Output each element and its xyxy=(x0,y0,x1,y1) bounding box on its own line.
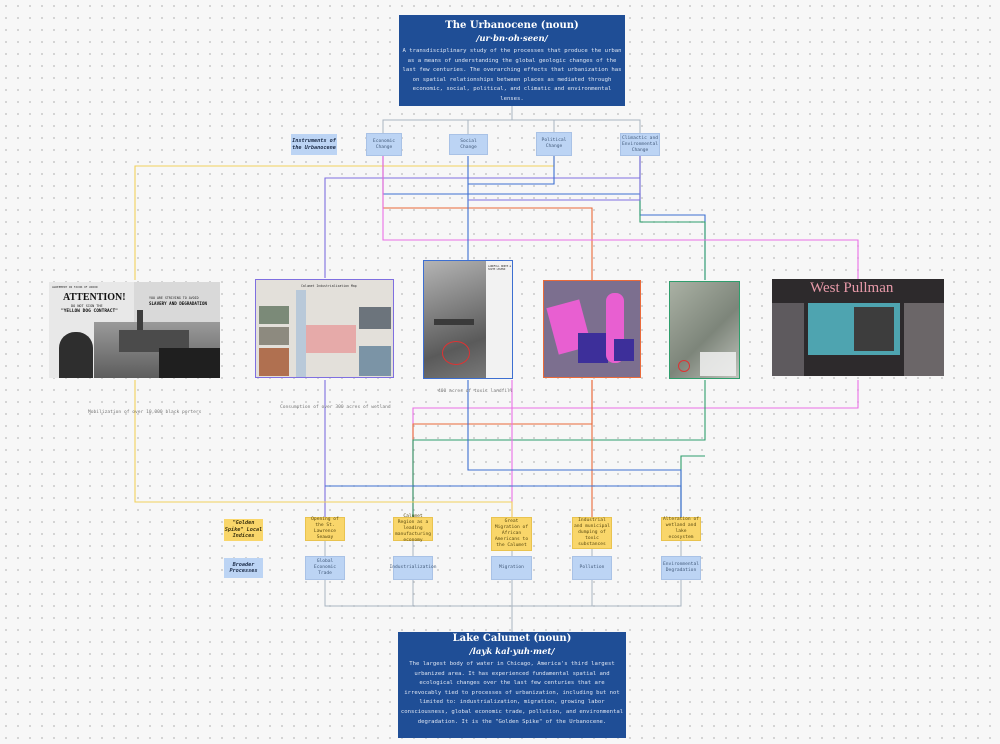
poster-line1: DO NOT SIGN THE xyxy=(71,304,103,308)
index-manufacturing-label: Calumet Region as a leading manufacturin… xyxy=(395,514,431,543)
instrument-economic-change[interactable]: Economic Change xyxy=(366,133,402,156)
wetland-map-image[interactable] xyxy=(543,280,641,378)
process-global-trade-label: Global Economic Trade xyxy=(313,559,337,576)
urbanocene-pronunciation: /ur·bn·oh·seen/ xyxy=(476,34,548,44)
process-industrialization[interactable]: Industrialization xyxy=(389,556,437,580)
lake-calumet-description: The largest body of water in Chicago, Am… xyxy=(400,661,624,725)
urbanocene-description: A transdisciplinary study of the process… xyxy=(402,48,622,102)
index-toxic-dumping-label: Industrial and municipal dumping of toxi… xyxy=(574,518,610,547)
poster-line2: "YELLOW DOG CONTRACT" xyxy=(61,309,118,314)
process-environmental-degradation-label: Environmental Degradation xyxy=(663,562,699,573)
instrument-social-change-label: Social Change xyxy=(460,138,477,150)
poster-headline: ATTENTION! xyxy=(63,292,126,303)
lake-calumet-card: Lake Calumet (noun) /layk kal·yuh·met/ T… xyxy=(398,632,626,738)
map1-title: Calumet Industrialization Map xyxy=(301,284,357,288)
urbanocene-card: The Urbanocene (noun) /ur·bn·oh·seen/ A … xyxy=(399,15,625,106)
lake-calumet-pronunciation: /layk kal·yuh·met/ xyxy=(469,647,555,657)
index-great-migration[interactable]: Great Migration of African Americans to … xyxy=(491,517,532,551)
golden-spike-label-text: "Golden Spike" Local Indices xyxy=(224,520,263,540)
labor-poster-image[interactable]: AGREEMENT IN FAVOR OF UNION ATTENTION! D… xyxy=(49,282,220,378)
index-manufacturing[interactable]: Calumet Region as a leading manufacturin… xyxy=(393,514,433,543)
urbanocene-title: The Urbanocene (noun) xyxy=(445,20,579,31)
industrialization-map-image[interactable]: Calumet Industrialization Map xyxy=(255,279,394,378)
poster-line3: YOU ARE STRIVING TO AVOID xyxy=(149,296,199,300)
index-great-migration-label: Great Migration of African Americans to … xyxy=(494,519,529,548)
instruments-label: Instruments of the Urbanocene xyxy=(291,134,337,155)
process-global-trade[interactable]: Global Economic Trade xyxy=(305,556,345,580)
golden-spike-label: "Golden Spike" Local Indices xyxy=(224,519,263,541)
process-migration[interactable]: Migration xyxy=(491,556,532,580)
lake-calumet-title: Lake Calumet (noun) xyxy=(452,633,572,644)
index-seaway[interactable]: Opening of the St. Lawrence Seaway xyxy=(305,517,345,541)
process-pollution-label: Pollution xyxy=(579,565,605,570)
process-pollution[interactable]: Pollution xyxy=(572,556,612,580)
instrument-political-change-label: Political Change xyxy=(541,138,567,149)
poster-caption: Mobilization of over 10,000 black porter… xyxy=(88,410,202,415)
west-pullman-title: West Pullman xyxy=(810,280,894,296)
process-environmental-degradation[interactable]: Environmental Degradation xyxy=(661,556,701,580)
instrument-political-change[interactable]: Political Change xyxy=(536,132,572,156)
instruments-label-text: Instruments of the Urbanocene xyxy=(292,138,336,151)
map1-caption: Consumption of over 300 acres of wetland xyxy=(280,405,391,410)
index-seaway-label: Opening of the St. Lawrence Seaway xyxy=(311,517,339,540)
wetland-aerial-image[interactable] xyxy=(669,281,740,379)
instrument-climactic-change-label: Climactic and Environmental Change xyxy=(622,135,658,153)
index-wetland-alteration-label: Alteration of wetland and lake ecosystem xyxy=(663,517,699,540)
instrument-social-change[interactable]: Social Change xyxy=(449,134,488,155)
process-industrialization-label: Industrialization xyxy=(389,565,437,570)
landfill-caption: 400 acres of toxic landfill xyxy=(438,389,513,394)
landfill-aerial-image[interactable]: LANDFILL NORTH & SOUTH LEGEND xyxy=(423,260,513,379)
broader-processes-label-text: Broader Processes xyxy=(229,561,258,575)
instrument-economic-change-label: Economic Change xyxy=(372,138,396,150)
index-wetland-alteration[interactable]: Alteration of wetland and lake ecosystem xyxy=(661,517,701,541)
index-toxic-dumping[interactable]: Industrial and municipal dumping of toxi… xyxy=(572,517,612,549)
process-migration-label: Migration xyxy=(499,565,524,570)
instrument-climactic-change[interactable]: Climactic and Environmental Change xyxy=(620,133,660,156)
west-pullman-image[interactable]: West Pullman xyxy=(772,279,944,376)
broader-processes-label: Broader Processes xyxy=(224,558,263,578)
poster-line4: SLAVERY AND DEGRADATION xyxy=(149,301,207,306)
